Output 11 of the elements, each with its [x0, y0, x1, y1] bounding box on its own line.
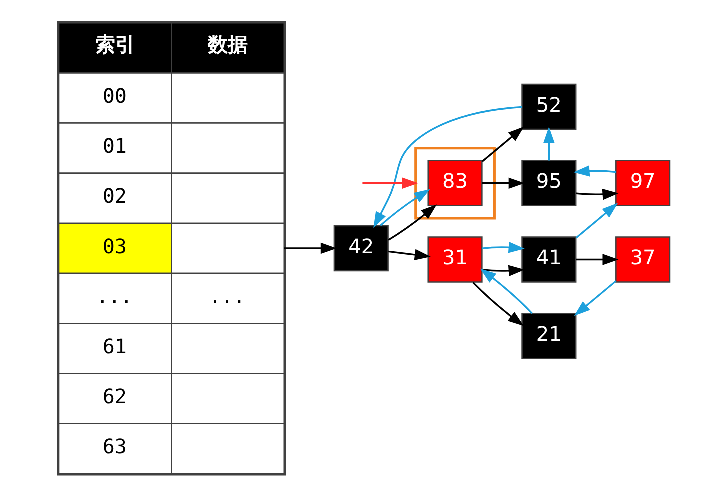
label: ...: [96, 284, 132, 308]
label: 63: [102, 434, 126, 459]
label: 00: [102, 84, 126, 108]
label: 索引: [94, 32, 135, 57]
label: 03: [102, 234, 126, 258]
label: 62: [102, 384, 126, 408]
label: 61: [102, 334, 126, 358]
label: 01: [102, 134, 126, 158]
label: 02: [102, 184, 126, 208]
label: 数据: [208, 32, 248, 57]
label: ...: [208, 284, 245, 308]
